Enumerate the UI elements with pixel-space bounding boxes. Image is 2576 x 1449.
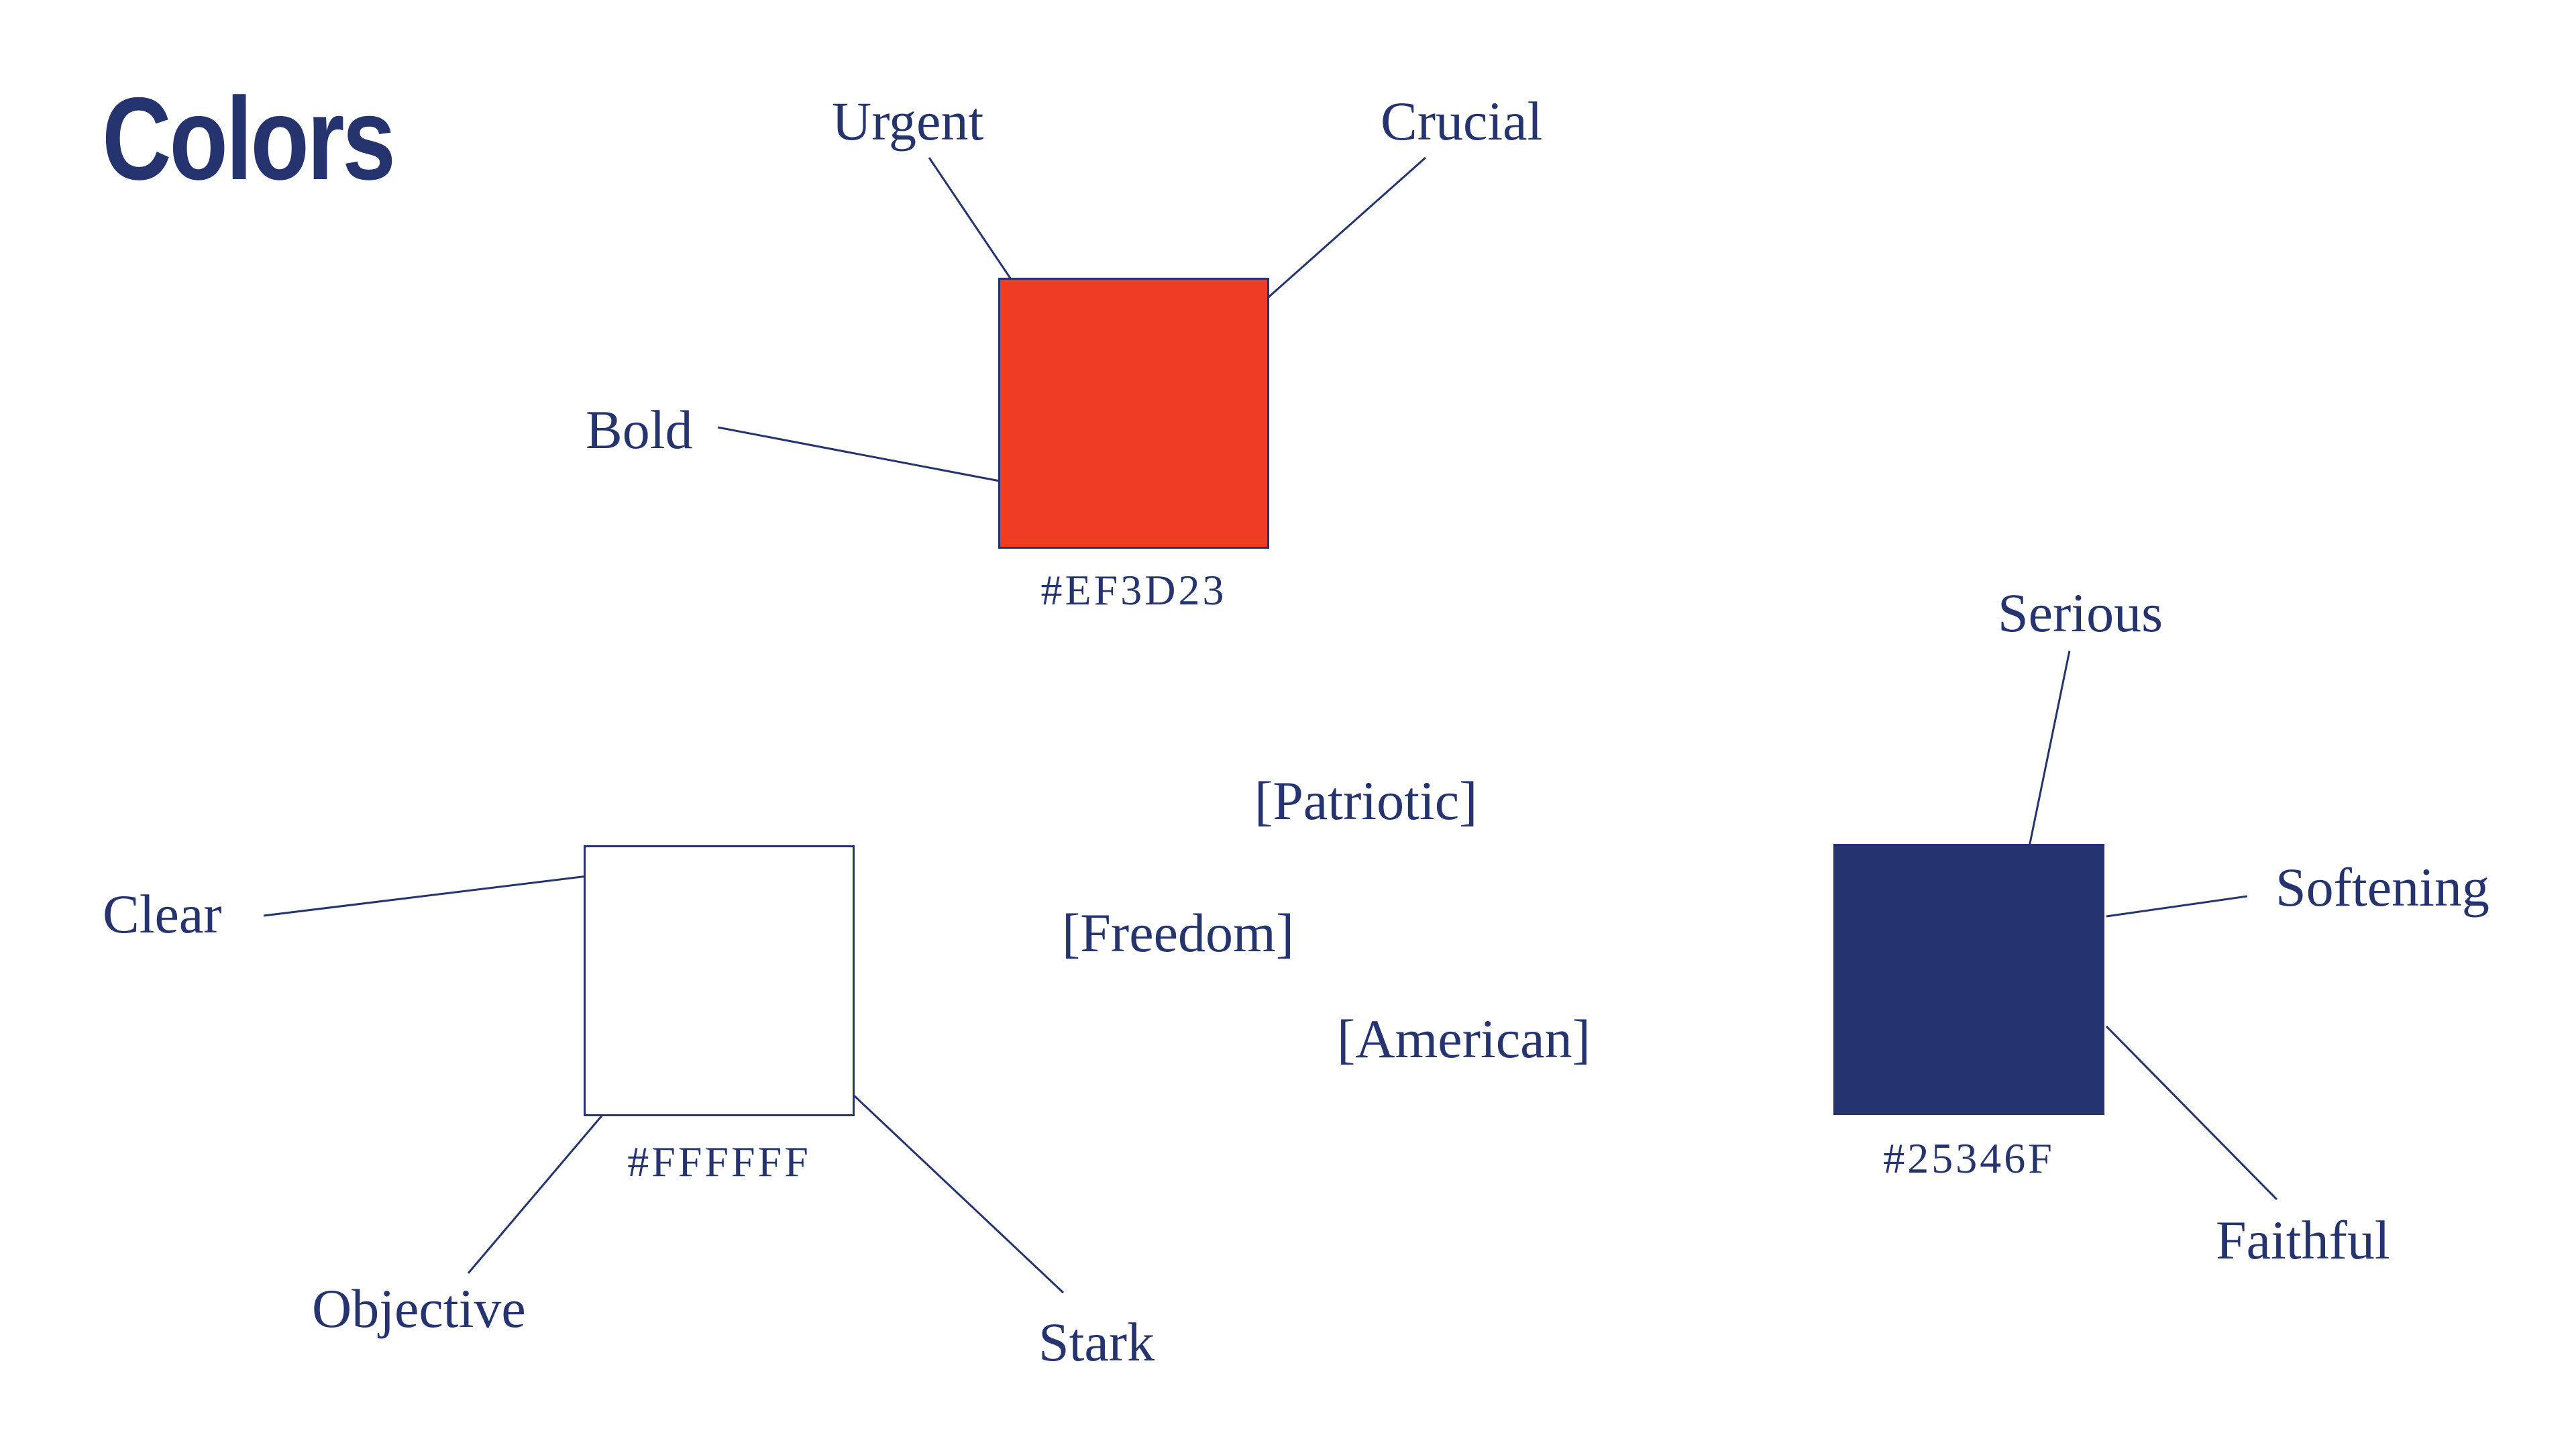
- hex-label-white: #FFFFFF: [627, 1138, 811, 1185]
- hex-label-red: #EF3D23: [1040, 566, 1227, 614]
- swatch-navy: [1833, 844, 2104, 1115]
- center-word-patriotic: [Patriotic]: [1254, 770, 1478, 831]
- center-word-freedom: [Freedom]: [1062, 902, 1295, 963]
- word-crucial: Crucial: [1381, 91, 1543, 152]
- word-clear: Clear: [103, 883, 222, 945]
- leader-clear: [263, 872, 610, 917]
- leader-bold: [717, 426, 1046, 491]
- center-word-american: [American]: [1337, 1008, 1591, 1069]
- page-title: Colors: [102, 74, 396, 205]
- word-faithful: Faithful: [2216, 1210, 2390, 1271]
- word-stark: Stark: [1038, 1311, 1155, 1373]
- word-serious: Serious: [1998, 582, 2163, 643]
- word-objective: Objective: [312, 1278, 526, 1339]
- leader-serious: [2028, 650, 2071, 847]
- swatch-red: [998, 278, 1269, 549]
- word-softening: Softening: [2275, 857, 2489, 918]
- word-urgent: Urgent: [832, 91, 984, 152]
- hex-label-navy: #25346F: [1883, 1134, 2055, 1182]
- leader-softening: [2106, 895, 2248, 918]
- swatch-white: [584, 845, 855, 1116]
- leader-faithful: [2105, 1025, 2278, 1201]
- word-bold: Bold: [586, 399, 693, 460]
